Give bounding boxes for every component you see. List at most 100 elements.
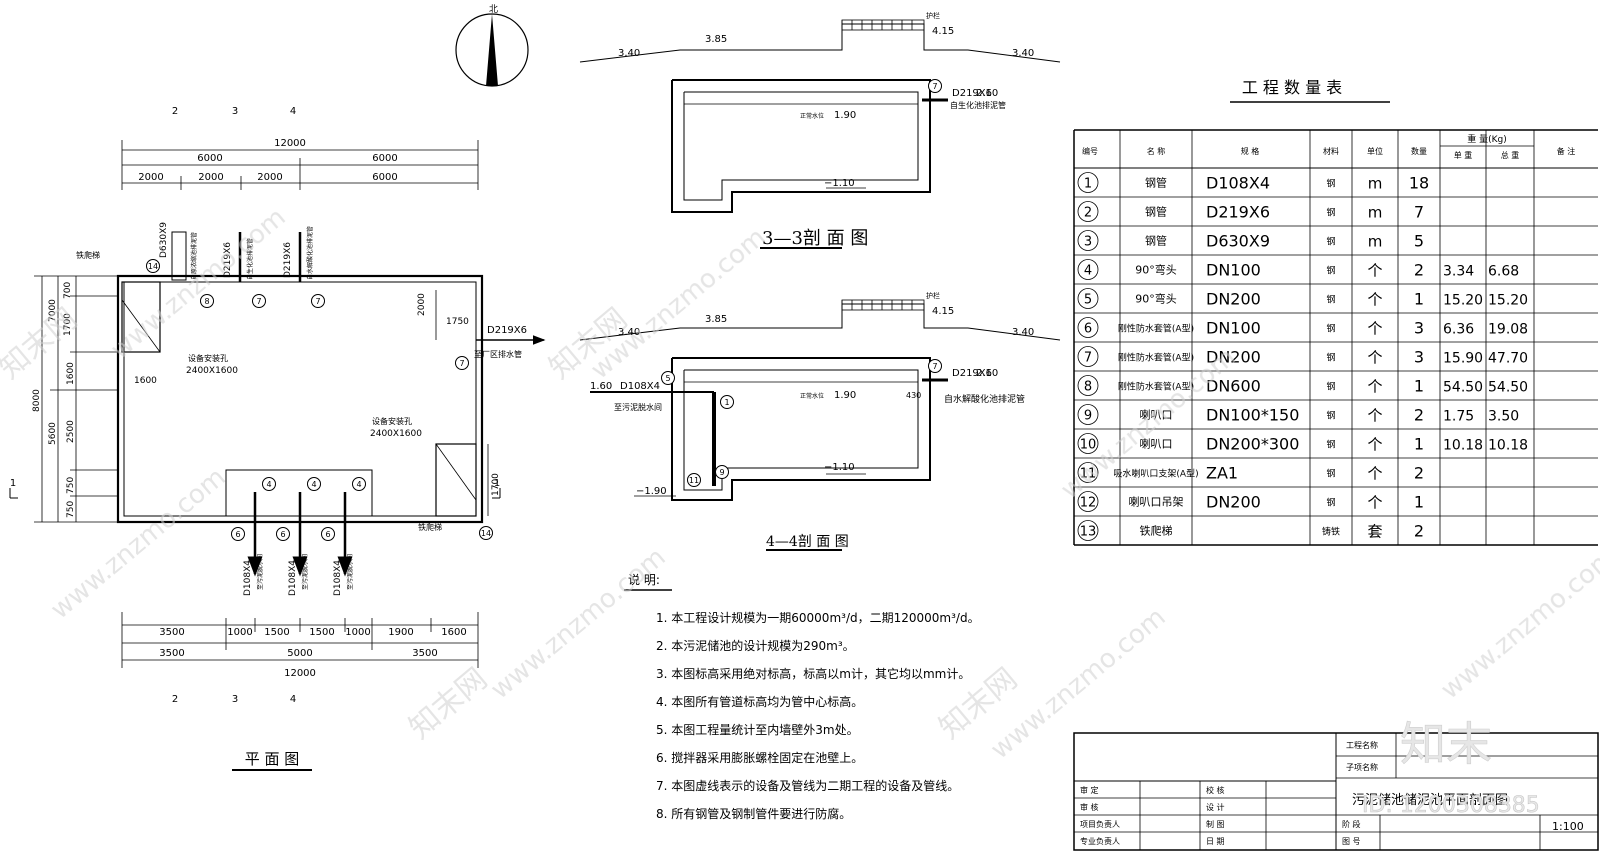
row-name: 钢管 xyxy=(1145,234,1167,248)
row-number: 11 xyxy=(1080,467,1097,482)
row-spec: DN200 xyxy=(1206,290,1261,309)
section-num: 2 xyxy=(172,694,178,705)
north-label: 北 xyxy=(489,4,498,15)
row-material: 钢 xyxy=(1326,323,1335,335)
hole-label: 设备安装孔 xyxy=(188,353,228,363)
row-unit: 个 xyxy=(1367,378,1382,396)
tb-left: 审 核 xyxy=(1080,802,1099,812)
row-material: 钢 xyxy=(1326,207,1335,219)
row-number: 4 xyxy=(1084,264,1092,279)
table-header: 材料 xyxy=(1323,146,1339,156)
pipe-bottom-spec: D108X4 xyxy=(288,560,298,596)
section-num: 3 xyxy=(232,106,238,117)
marker: 6 xyxy=(325,530,330,539)
row-number-circle xyxy=(1077,259,1099,280)
marker: 11 xyxy=(689,476,699,485)
dim-2000: 2000 xyxy=(417,293,427,316)
row-unit-weight: 15.20 xyxy=(1443,293,1483,309)
section-num: 4 xyxy=(290,106,296,117)
row-unit-weight: 3.34 xyxy=(1443,264,1474,280)
marker: 6 xyxy=(280,530,285,539)
row-qty: 2 xyxy=(1414,522,1424,541)
row-qty: 2 xyxy=(1414,464,1424,483)
dim-bottom: 1600 xyxy=(441,627,466,638)
plan-texts: 12000 6000 6000 2000 2000 2000 6000 2 3 … xyxy=(10,106,527,768)
dim-left-outer: 8000 xyxy=(32,389,42,412)
row-number: 13 xyxy=(1080,525,1097,540)
watermark-logo: 知末 xyxy=(1400,717,1492,771)
pipe-left-spec: D108X4 xyxy=(620,381,660,392)
row-unit-weight: 1.75 xyxy=(1443,409,1474,425)
row-number: 6 xyxy=(1084,322,1092,337)
table-header: 单 重 xyxy=(1454,150,1473,160)
marker: 5 xyxy=(665,374,670,383)
row-name: 刚性防水套管(A型) xyxy=(1118,352,1194,364)
row-material: 钢 xyxy=(1326,236,1335,248)
elev: 3.85 xyxy=(705,34,727,45)
row-number: 10 xyxy=(1080,438,1097,453)
row-number: 8 xyxy=(1084,380,1092,395)
pipe-left-desc: 至污泥脱水间 xyxy=(614,402,662,412)
marker: 4 xyxy=(266,480,271,489)
hole-size: 2400X1600 xyxy=(370,429,422,439)
note-item: 6. 搅拌器采用膨胀螺栓固定在池壁上。 xyxy=(656,750,863,765)
pipe-bottom-spec: D108X4 xyxy=(243,560,253,596)
row-material: 钢 xyxy=(1326,410,1335,422)
elev: −1.10 xyxy=(824,462,855,473)
drawing-title: 污泥储池储泥池平面剖面图 xyxy=(1352,793,1508,808)
tb-right: 图 号 xyxy=(1342,837,1361,846)
row-qty: 7 xyxy=(1414,203,1424,222)
row-spec: ZA1 xyxy=(1206,464,1238,483)
section-one: 1 xyxy=(10,478,16,489)
dim-left-mid: 7000 xyxy=(48,299,58,322)
marker: 7 xyxy=(932,362,937,371)
row-total-weight: 19.08 xyxy=(1488,322,1528,338)
tb-right: 阶 段 xyxy=(1342,819,1361,829)
elev: 1.90 xyxy=(834,110,856,121)
ladder-label: 铁爬梯 xyxy=(418,522,442,532)
elev: 3.40 xyxy=(618,48,640,59)
pipe-top-desc: 自原浓缩池排泥管 xyxy=(190,232,198,280)
section-one: 1 xyxy=(494,478,500,489)
row-total-weight: 10.18 xyxy=(1488,438,1528,454)
notes-title: 说 明: xyxy=(628,572,660,587)
dim-left-seg: 1700 xyxy=(63,313,73,336)
dim-left-seg: 700 xyxy=(63,282,73,299)
watermark-brand: 知末网 xyxy=(403,661,494,746)
row-unit: 个 xyxy=(1367,291,1382,309)
row-qty: 5 xyxy=(1414,232,1424,251)
elev: 3.40 xyxy=(1012,48,1034,59)
row-unit: 个 xyxy=(1367,494,1382,512)
row-number-circle xyxy=(1077,462,1099,483)
row-name: 吸水喇叭口支架(A型) xyxy=(1113,468,1198,480)
dim-1600: 1600 xyxy=(134,376,157,386)
watermark-site: www.znzmo.com xyxy=(1435,542,1600,705)
row-unit: 个 xyxy=(1367,320,1382,338)
marker: 8 xyxy=(204,297,209,306)
row-spec: DN200 xyxy=(1206,493,1261,512)
row-qty: 1 xyxy=(1414,435,1424,454)
marker: 4 xyxy=(311,480,316,489)
row-number-circle xyxy=(1077,172,1099,193)
row-unit: 个 xyxy=(1367,407,1382,425)
dim-left-seg: 1600 xyxy=(66,362,76,385)
title-block xyxy=(1073,732,1599,851)
note-item: 1. 本工程设计规模为一期60000m³/d，二期120000m³/d。 xyxy=(656,610,980,625)
dim-top-seg: 6000 xyxy=(372,172,397,183)
row-number: 3 xyxy=(1084,235,1092,250)
row-unit-weight: 6.36 xyxy=(1443,322,1474,338)
marker: 6 xyxy=(235,530,240,539)
table-header: 总 重 xyxy=(1501,150,1520,160)
marker: 9 xyxy=(719,468,724,477)
row-material: 钢 xyxy=(1326,178,1335,190)
plan-view xyxy=(9,140,546,771)
elev: 3.40 xyxy=(1012,327,1034,338)
watermark-id: ID: 1200308385 xyxy=(1362,793,1540,818)
row-number-circle xyxy=(1077,230,1099,251)
row-spec: D219X6 xyxy=(1206,203,1270,222)
dim-bottom: 3500 xyxy=(412,648,437,659)
dim-left-mid: 5600 xyxy=(48,422,58,445)
dim: 430 xyxy=(906,391,921,400)
row-number: 9 xyxy=(1084,409,1092,424)
row-number: 5 xyxy=(1084,293,1092,308)
